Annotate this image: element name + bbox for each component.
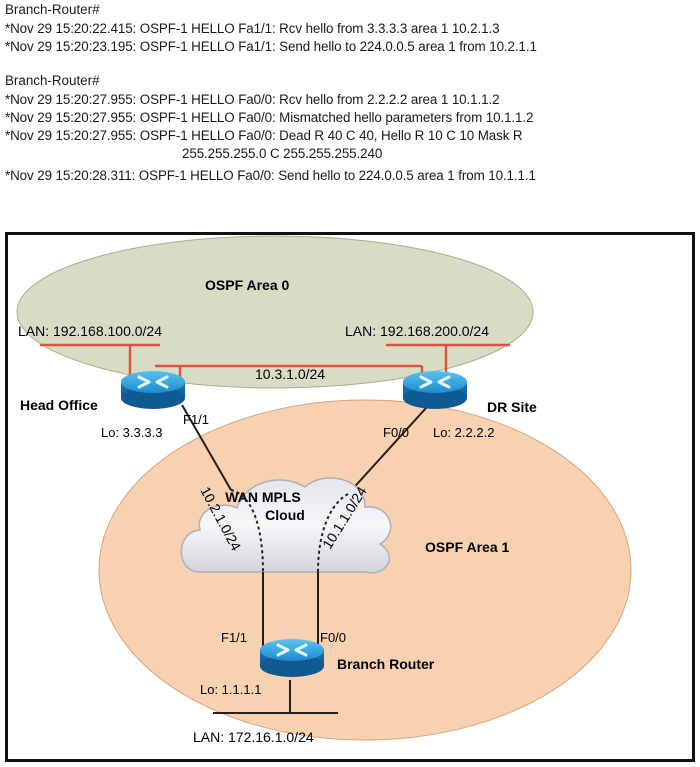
head-office-loopback: Lo: 3.3.3.3	[101, 425, 162, 440]
branch-interface-left: F1/1	[221, 630, 247, 645]
cloud-label-line2: Cloud	[265, 507, 305, 523]
branch-router-name: Branch Router	[337, 656, 435, 672]
head-office-router-icon[interactable]	[119, 369, 187, 411]
wan-path-left	[230, 489, 264, 573]
branch-loopback: Lo: 1.1.1.1	[200, 682, 261, 697]
dr-site-loopback: Lo: 2.2.2.2	[433, 425, 494, 440]
log-line-continuation: 255.255.255.0 C 255.255.255.240	[182, 146, 383, 161]
head-office-name: Head Office	[20, 397, 98, 413]
wan-link-head-office	[181, 404, 232, 491]
area-1-label: OSPF Area 1	[425, 539, 510, 555]
wan-path-right	[317, 493, 349, 573]
wan-link-dr-site	[347, 406, 428, 495]
branch-lan-label: LAN: 172.16.1.0/24	[193, 729, 314, 745]
log-line: *Nov 29 15:20:28.311: OSPF-1 HELLO Fa0/0…	[5, 168, 536, 183]
branch-interface-right: F0/0	[320, 630, 346, 645]
lan-head-office-label: LAN: 192.168.100.0/24	[18, 323, 162, 339]
log-line: *Nov 29 15:20:23.195: OSPF-1 HELLO Fa1/1…	[5, 39, 537, 54]
lan-dr-label: LAN: 192.168.200.0/24	[345, 323, 489, 339]
dr-site-wan-interface: F0/0	[383, 425, 409, 440]
area-0-label: OSPF Area 0	[205, 277, 290, 293]
cloud-label-line1: WAN MPLS	[225, 489, 300, 505]
console-prompt-1: Branch-Router#	[5, 2, 100, 17]
log-line: *Nov 29 15:20:27.955: OSPF-1 HELLO Fa0/0…	[5, 92, 500, 107]
console-prompt-2: Branch-Router#	[5, 73, 100, 88]
dr-site-name: DR Site	[487, 399, 537, 415]
ospf-area-0-region	[16, 235, 534, 389]
dr-site-router-icon[interactable]	[401, 369, 469, 411]
backbone-network-label: 10.3.1.0/24	[255, 366, 325, 382]
log-line: *Nov 29 15:20:27.955: OSPF-1 HELLO Fa0/0…	[5, 128, 523, 143]
network-diagram: OSPF Area 0 OSPF Area 1 LAN: 192.168.100…	[5, 232, 695, 762]
head-office-wan-interface: F1/1	[183, 412, 209, 427]
log-line: *Nov 29 15:20:27.955: OSPF-1 HELLO Fa0/0…	[5, 110, 534, 125]
branch-router-icon[interactable]	[258, 637, 326, 679]
log-line: *Nov 29 15:20:22.415: OSPF-1 HELLO Fa1/1…	[5, 21, 500, 36]
